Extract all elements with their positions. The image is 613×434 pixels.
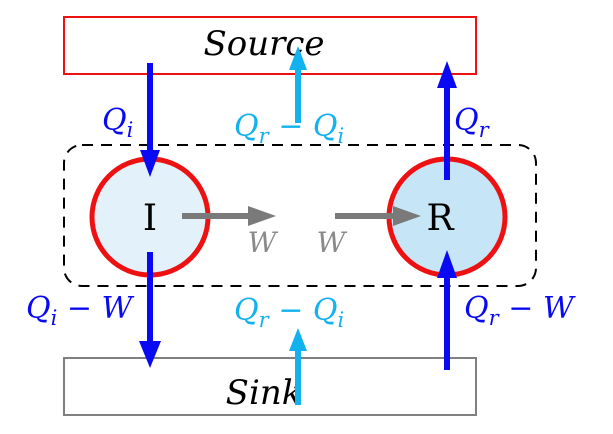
arrow-work-into-r [335, 206, 421, 226]
arrow-work-out-of-i [182, 206, 276, 226]
engine-r-label: R [426, 198, 454, 239]
arrow-net-heat-to-source [289, 46, 307, 123]
qr-minus-qi-top-label: Qr − Qi [234, 109, 344, 148]
qr-minus-qi-bottom-label: Qr − Qi [234, 293, 344, 332]
engine-i-label: I [143, 198, 157, 239]
qr-label: Qr [454, 103, 491, 142]
qr-minus-w-label: Qr − W [464, 291, 576, 330]
qi-label: Qi [102, 103, 133, 142]
source-reservoir [63, 16, 477, 75]
work-in-label: W [317, 226, 348, 259]
arrow-qr-minus-w-from-sink [437, 250, 457, 370]
arrow-qi-into-engine [140, 63, 160, 177]
sink-label: Sink [226, 373, 303, 413]
source-label: Source [203, 24, 324, 64]
system-boundary [63, 144, 537, 287]
arrow-qr-to-source [437, 61, 457, 180]
work-out-label: W [248, 226, 279, 259]
arrow-qi-minus-w-to-sink [139, 252, 161, 368]
qi-minus-w-label: Qi − W [26, 291, 135, 330]
sink-reservoir [63, 357, 477, 416]
arrow-net-heat-from-sink [289, 328, 307, 405]
